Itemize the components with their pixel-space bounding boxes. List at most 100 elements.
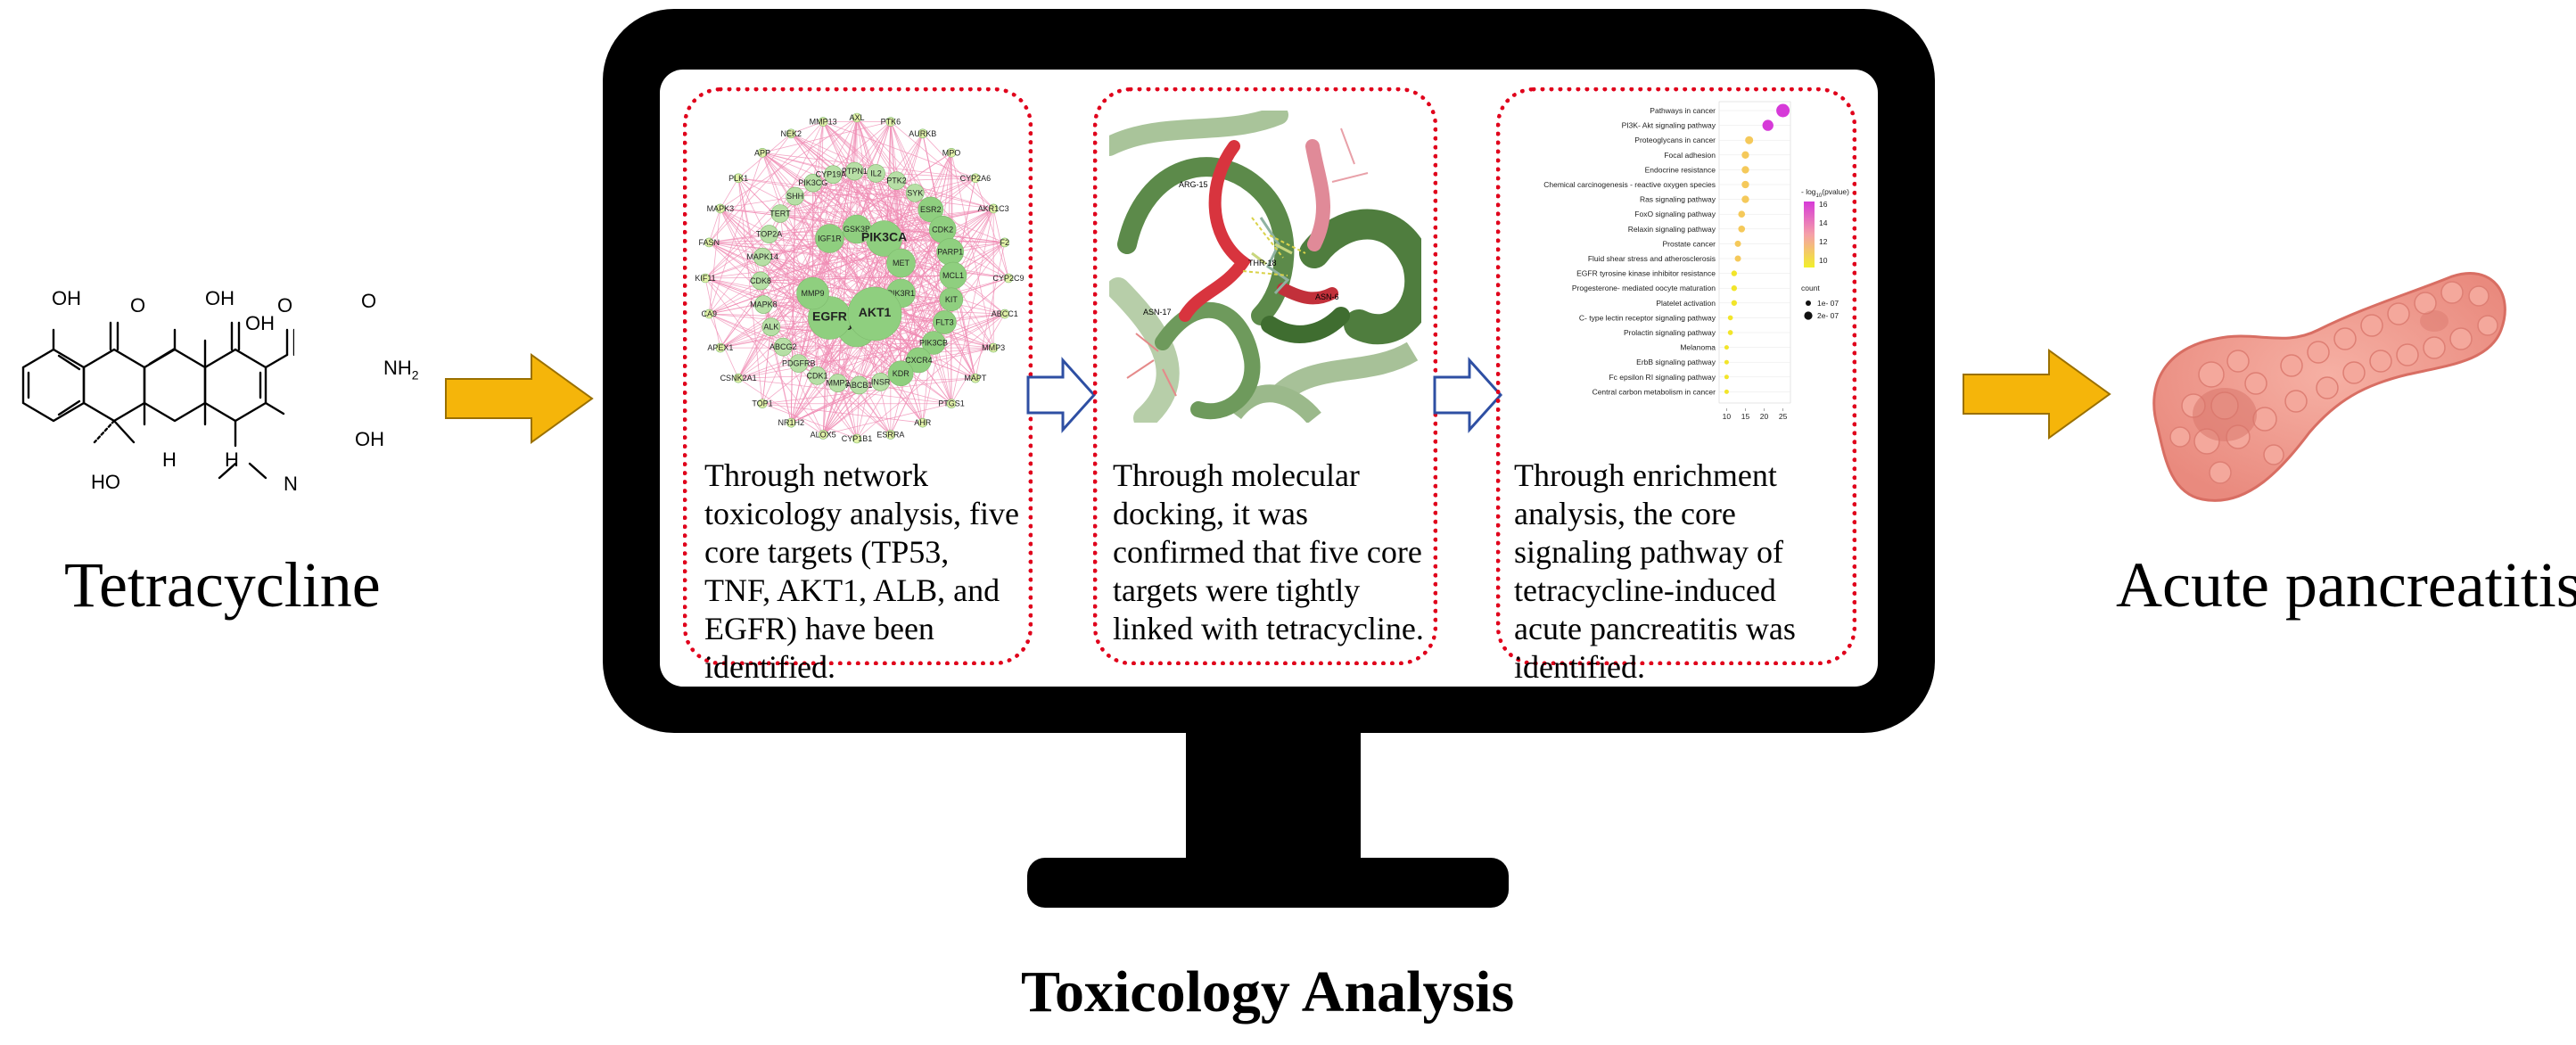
network-node <box>852 433 862 444</box>
network-edge <box>762 117 858 305</box>
network-edge <box>896 180 952 404</box>
network-node <box>761 317 781 336</box>
network-edge <box>720 180 897 210</box>
network-node <box>803 173 823 193</box>
network-node-label: PTGS1 <box>938 399 965 408</box>
atom-o: O <box>361 290 377 312</box>
network-node <box>733 173 744 184</box>
network-edge <box>823 121 976 179</box>
network-node-label: CYP19A1 <box>816 170 852 179</box>
network-edge <box>720 208 761 282</box>
network-edge <box>760 174 834 282</box>
pathway-label: PI3K- Akt signaling pathway <box>1622 121 1716 130</box>
network-edge <box>720 208 780 214</box>
atom-oh: OH <box>52 287 81 309</box>
network-node <box>918 128 928 139</box>
pathway-point <box>1724 389 1729 394</box>
pathway-point <box>1745 136 1754 144</box>
network-edge <box>738 374 818 379</box>
network-edge <box>708 234 770 315</box>
network-edge <box>761 326 772 404</box>
network-edge <box>737 177 876 315</box>
network-edge <box>737 238 830 379</box>
network-node-label: KDR <box>893 369 910 378</box>
network-node-label: FLT3 <box>935 317 953 326</box>
pathway-label: Pathways in cancer <box>1650 106 1716 115</box>
network-edge <box>794 195 934 343</box>
atom-oh: OH <box>245 312 275 334</box>
network-node <box>789 354 809 373</box>
network-edge <box>856 275 954 440</box>
network-node <box>847 286 902 341</box>
color-legend-tick: 14 <box>1819 218 1828 227</box>
network-edge <box>737 377 824 435</box>
network-edge <box>720 208 876 315</box>
network-node-label: NEK2 <box>780 129 802 138</box>
network-node <box>918 196 944 223</box>
network-node-label: AKT1 <box>859 305 892 319</box>
network-node <box>887 171 906 190</box>
network-node <box>808 366 827 385</box>
network-edge <box>720 208 763 258</box>
panel-enrichment <box>1496 87 1856 665</box>
network-node <box>906 347 932 374</box>
network-node-label: PIK3R1 <box>887 289 915 298</box>
network-node <box>885 117 896 127</box>
network-node-label: GSK3B <box>844 225 870 234</box>
network-node <box>773 337 793 357</box>
panel-network-text: Through network toxicology analysis, fiv… <box>704 457 1019 685</box>
network-node <box>939 287 964 312</box>
network-edge <box>790 133 954 276</box>
network-node <box>1003 273 1014 284</box>
network-edge <box>779 213 954 276</box>
residue-label: THR-18 <box>1248 259 1277 267</box>
network-node <box>700 273 711 284</box>
network-node <box>760 225 778 243</box>
pathway-label: Ras signaling pathway <box>1640 195 1716 204</box>
pathway-label: Focal adhesion <box>1664 151 1716 160</box>
atom-oh: OH <box>205 287 235 309</box>
panel-docking-text: Through molecular docking, it was confir… <box>1113 457 1424 646</box>
network-edge <box>794 195 945 323</box>
x-tick-label: 15 <box>1741 412 1750 421</box>
network-node <box>970 373 981 383</box>
network-node-label: MPO <box>942 148 961 157</box>
pathway-label: Relaxin signaling pathway <box>1628 225 1716 234</box>
network-edge <box>779 192 916 214</box>
network-edge <box>761 170 855 258</box>
network-edge <box>837 242 1005 383</box>
network-node-label: CSNK2A1 <box>720 374 757 383</box>
atom-h: H <box>162 448 177 471</box>
network-node-label: EGFR <box>812 309 847 323</box>
pathway-label: Endocrine resistance <box>1645 165 1716 174</box>
network-edge <box>790 133 952 300</box>
pathway-point <box>1724 345 1729 350</box>
network-edge <box>890 121 994 210</box>
arrow-right-icon <box>445 353 594 444</box>
pathway-label: Melanoma <box>1680 343 1716 352</box>
size-legend-title: count <box>1801 284 1820 292</box>
pathway-label: Platelet activation <box>1656 299 1716 308</box>
network-node <box>887 360 914 387</box>
network-edge <box>761 152 943 230</box>
atom-nh2: NH2 <box>383 357 419 383</box>
network-node <box>852 112 862 123</box>
pathway-label: Prostate cancer <box>1662 239 1716 248</box>
network-edge <box>708 208 721 315</box>
pathway-label: Chemical carcinogenesis - reactive oxyge… <box>1543 180 1716 189</box>
network-node <box>905 184 925 202</box>
network-edge <box>812 121 824 184</box>
network-edge <box>737 170 855 379</box>
network-node-label: ABCB1 <box>846 381 873 390</box>
x-tick-label: 25 <box>1779 412 1788 421</box>
pathway-point <box>1734 255 1741 262</box>
network-node <box>818 430 828 440</box>
network-edge <box>720 177 739 210</box>
network-node <box>1000 237 1010 248</box>
atom-h: H <box>225 448 239 471</box>
pathway-label: Progesterone- mediated oocyte maturation <box>1572 284 1716 292</box>
network-edge <box>822 208 994 435</box>
network-edge <box>761 403 858 440</box>
